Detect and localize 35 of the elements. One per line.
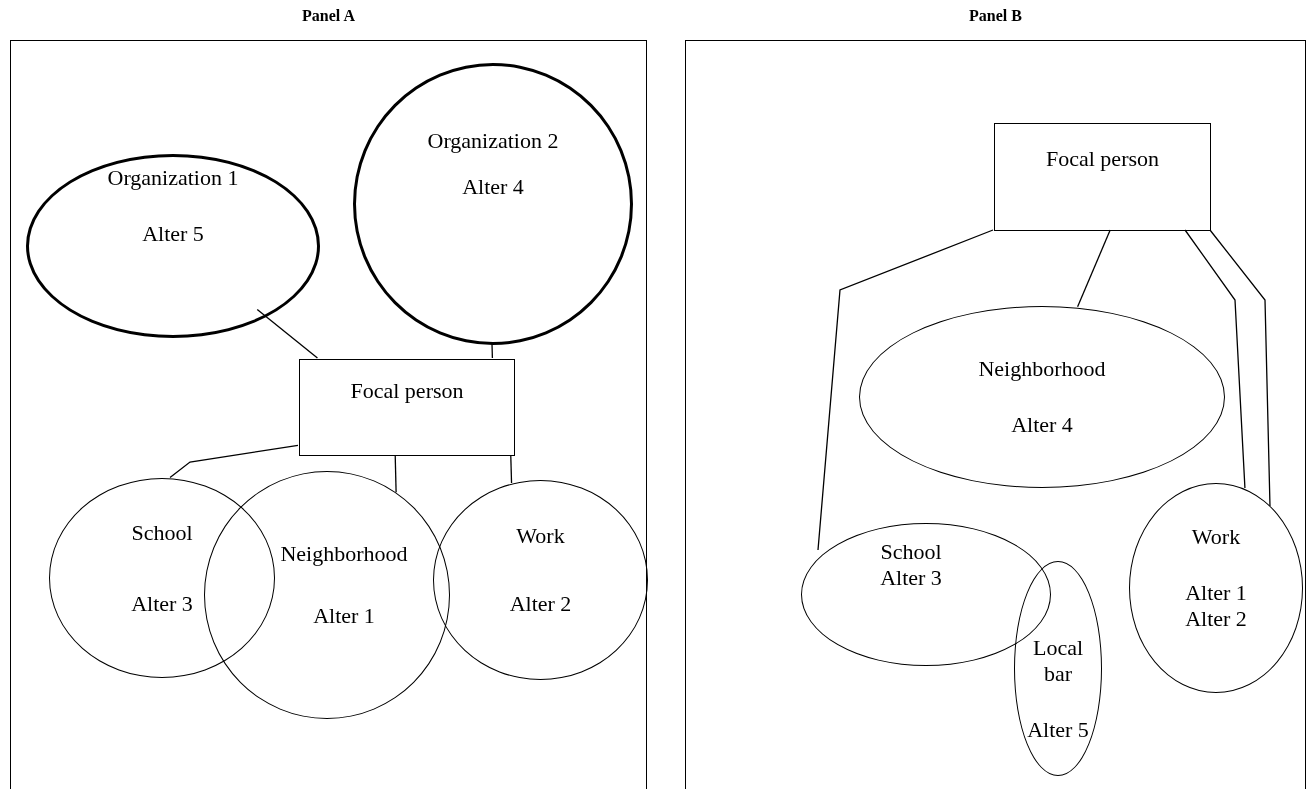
node-title: Neighborhood: [280, 541, 408, 567]
connector-line: [169, 444, 299, 479]
alter-label: Alter 5: [1027, 716, 1089, 743]
connector-line: [394, 454, 397, 493]
alter-label: Alter 4: [462, 174, 524, 200]
node-title: Organization 1: [107, 165, 239, 191]
panel-title: Panel A: [301, 7, 356, 25]
node-title: Neighborhood: [978, 356, 1106, 382]
connector-line: [491, 343, 494, 359]
node-title: School: [880, 538, 942, 565]
alter-label: Alter 3: [131, 590, 193, 617]
node-title: Work: [1191, 524, 1241, 550]
alter-label: Alter 4: [1011, 412, 1073, 438]
node-title: Organization 2: [427, 128, 559, 154]
panel-title: Panel B: [968, 7, 1023, 25]
connector-line: [1076, 229, 1111, 308]
connector-line: [256, 308, 319, 359]
context-ellipse: [26, 154, 320, 338]
person-box: [299, 359, 515, 456]
connector-line: [817, 229, 994, 551]
person-box: [994, 123, 1211, 231]
alter-label: Alter 2: [509, 591, 572, 617]
node-title: Work: [516, 523, 565, 549]
node-title: Focal person: [1046, 146, 1159, 172]
alter-label: Alter 5: [142, 221, 204, 247]
connector-line: [1184, 229, 1246, 489]
node-title: Focal person: [350, 378, 464, 404]
node-title: School: [131, 519, 193, 546]
connector-line: [510, 454, 513, 484]
connector-line: [1209, 229, 1271, 507]
node-title: Local bar: [1031, 634, 1085, 687]
alter-label: Alter 1: [313, 603, 375, 629]
context-ellipse: [353, 63, 633, 345]
alter-label: Alter 1 Alter 2: [1184, 580, 1248, 632]
alter-label: Alter 3: [880, 564, 942, 591]
